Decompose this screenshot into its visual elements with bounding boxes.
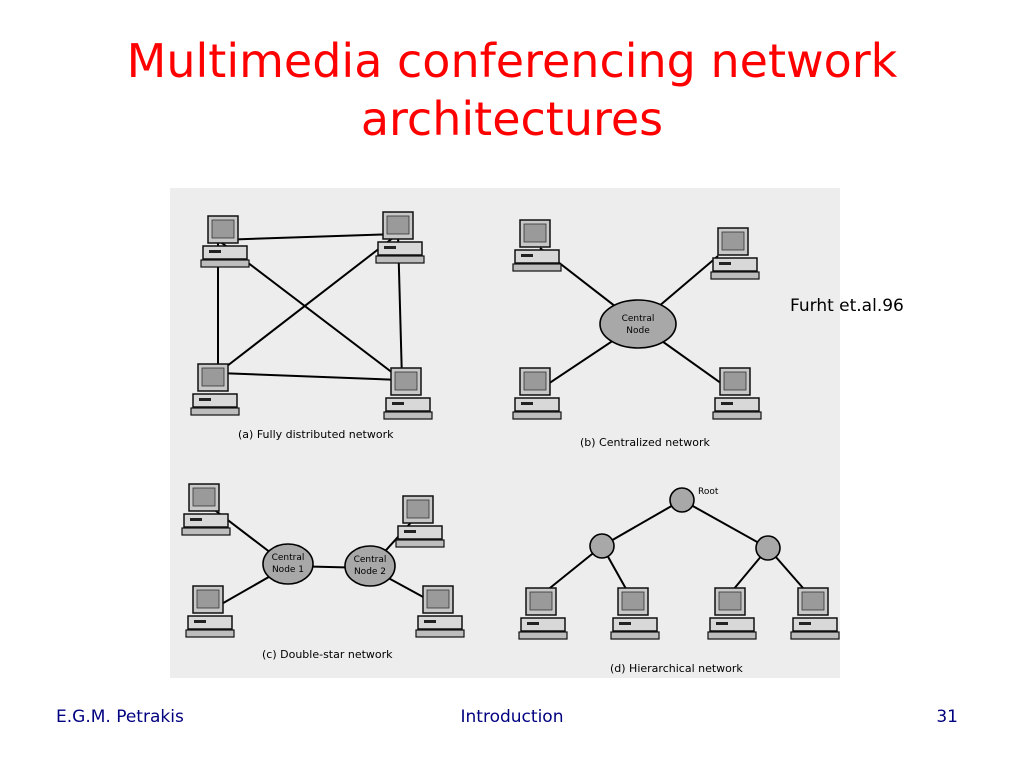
hierarchy-node-right: [755, 535, 781, 561]
computer-icon: [185, 585, 235, 638]
computer-icon: [190, 363, 240, 416]
computer-icon: [395, 495, 445, 548]
central-node-2: [344, 545, 396, 587]
double-star-network: Central Node 1 Central Node 2 (c) Double…: [181, 483, 465, 661]
central-node-1-label-2: Node 1: [272, 565, 304, 575]
central-node-1-label-1: Central: [272, 553, 305, 563]
caption-fully-distributed: (a) Fully distributed network: [238, 428, 394, 441]
central-node-1: [262, 543, 314, 585]
hierarchical-network: Root (d) Hierarchical network: [518, 487, 840, 675]
title-line-1: Multimedia conferencing network: [126, 34, 898, 88]
computer-icon: [200, 215, 250, 268]
computer-icon: [383, 367, 433, 420]
computer-icon: [181, 483, 231, 536]
root-node: [669, 487, 695, 513]
footer-author: E.G.M. Petrakis: [56, 707, 184, 727]
link-d-1: [601, 499, 683, 547]
computer-icon: [610, 587, 660, 640]
centralized-network: Central Node (b) Centralized network: [512, 219, 762, 449]
footer-section: Introduction: [460, 707, 564, 727]
caption-centralized: (b) Centralized network: [580, 436, 710, 449]
slide-title: Multimedia conferencing network architec…: [0, 32, 1024, 148]
root-node-label: Root: [698, 487, 719, 497]
central-node-label-1: Central: [622, 314, 655, 324]
computer-icon: [512, 219, 562, 272]
computer-icon: [790, 587, 840, 640]
figure-credit: Furht et.al.96: [790, 296, 904, 316]
computer-icon: [512, 367, 562, 420]
caption-double-star: (c) Double-star network: [262, 648, 393, 661]
central-node: [599, 299, 677, 349]
caption-hierarchical: (d) Hierarchical network: [610, 662, 743, 675]
hierarchy-node-left: [589, 533, 615, 559]
link-a-1: [217, 233, 399, 241]
central-node-2-label-2: Node 2: [354, 567, 386, 577]
computer-icon: [710, 227, 760, 280]
link-a-6: [217, 233, 399, 374]
network-figure: (a) Fully distributed network Central No…: [170, 188, 840, 678]
link-a-4: [217, 372, 403, 381]
link-d-2: [681, 499, 769, 549]
computer-icon: [707, 587, 757, 640]
computer-icon: [415, 585, 465, 638]
footer-page-number: 31: [936, 707, 958, 727]
central-node-2-label-1: Central: [354, 555, 387, 565]
computer-icon: [518, 587, 568, 640]
title-line-2: architectures: [360, 92, 664, 146]
fully-distributed-network: (a) Fully distributed network: [190, 211, 433, 441]
network-diagrams-svg: (a) Fully distributed network Central No…: [181, 211, 840, 675]
computer-icon: [712, 367, 762, 420]
central-node-label-2: Node: [626, 326, 650, 336]
computer-icon: [375, 211, 425, 264]
